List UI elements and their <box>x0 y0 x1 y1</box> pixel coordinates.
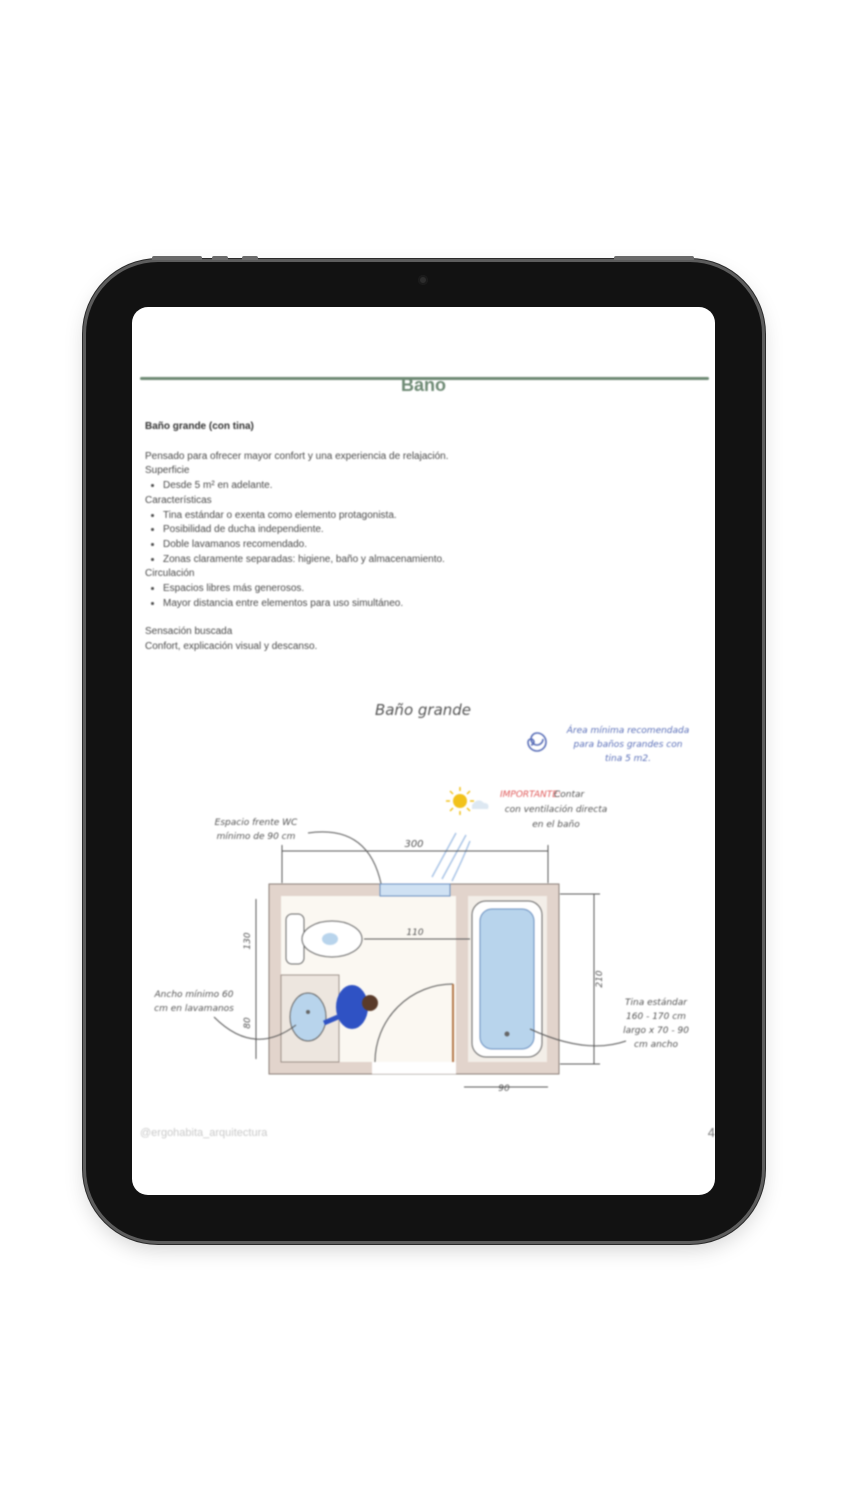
volume-button <box>152 256 202 260</box>
section-label: Circulación <box>145 568 195 580</box>
power-button <box>614 256 694 260</box>
door-swing <box>374 983 454 1063</box>
ventilation-icon <box>431 832 471 882</box>
swirl-icon <box>527 732 547 752</box>
wc-note-line: Espacio frente WC <box>215 818 298 828</box>
important-note-line: con ventilación directa <box>505 804 608 815</box>
title-rule <box>140 377 709 380</box>
tub-note-line: Tina estándar <box>625 998 688 1008</box>
list-item: Doble lavamanos recomendado. <box>163 538 705 553</box>
document-page: Baño Baño grande (con tina) Pensado para… <box>132 307 715 1195</box>
bullet-list: Espacios libres más generosos. Mayor dis… <box>145 582 705 611</box>
sink-note-line: Ancho mínimo 60 <box>154 990 234 1000</box>
list-item: Mayor distancia entre elementos para uso… <box>163 597 705 612</box>
diagram-title: Baño grande <box>375 701 471 719</box>
intro-paragraph: Pensado para ofrecer mayor confort y una… <box>145 450 449 462</box>
dimension-label: 110 <box>406 928 423 938</box>
dimension-label: 300 <box>404 839 423 850</box>
area-note-line: tina 5 m2. <box>605 754 651 764</box>
side-button <box>212 256 228 260</box>
side-button <box>242 256 258 260</box>
sensation-text: Confort, explicación visual y descanso. <box>145 641 318 653</box>
tablet-screen[interactable]: Baño Baño grande (con tina) Pensado para… <box>132 307 715 1195</box>
footer-handle: @ergohabita_arquitectura <box>140 1127 268 1139</box>
list-item: Posibilidad de ducha independiente. <box>163 523 705 538</box>
person-icon <box>323 985 378 1029</box>
tub-note-arrow <box>529 1028 627 1047</box>
section-label: Características <box>145 494 212 506</box>
dimension-label: 90 <box>498 1084 510 1094</box>
tub-note-line: largo x 70 - 90 <box>623 1026 689 1036</box>
list-item: Tina estándar o exenta como elemento pro… <box>163 509 705 524</box>
window <box>379 883 451 897</box>
tablet-device: Baño Baño grande (con tina) Pensado para… <box>86 256 762 1241</box>
bathtub-icon <box>471 900 543 1058</box>
tub-note-line: 160 - 170 cm <box>626 1012 686 1022</box>
wc-note-line: mínimo de 90 cm <box>217 832 296 842</box>
sun-icon <box>446 787 489 815</box>
sink-note-line: cm en lavamanos <box>154 1004 234 1014</box>
bathroom-floor-plan: Baño grande Área mínima recomendada para… <box>154 701 690 1094</box>
bullet-list: Desde 5 m² en adelante. <box>145 479 705 494</box>
important-note-line: Contar <box>554 790 586 800</box>
dimension-label: 130 <box>243 932 253 949</box>
bullet-list: Tina estándar o exenta como elemento pro… <box>145 509 705 568</box>
sink-icon <box>289 992 327 1042</box>
sensation-label: Sensación buscada <box>145 626 233 638</box>
sink-note-arrow <box>213 1016 297 1040</box>
toilet-icon <box>285 913 363 965</box>
dimension-label: 210 <box>595 970 605 987</box>
section-heading: Baño grande (con tina) <box>145 421 254 432</box>
area-note-line: para baños grandes con <box>573 740 683 750</box>
tub-note-line: cm ancho <box>634 1040 678 1050</box>
dimension-label: 80 <box>243 1017 253 1029</box>
page-title: Baño <box>401 375 446 395</box>
section-label: Superficie <box>145 465 190 477</box>
body-text: Baño grande (con tina) Pensado para ofre… <box>145 420 705 655</box>
list-item: Espacios libres más generosos. <box>163 582 705 597</box>
list-item: Desde 5 m² en adelante. <box>163 479 705 494</box>
area-note-line: Área mínima recomendada <box>566 724 690 736</box>
front-camera-icon <box>418 275 428 285</box>
page-number: 4 <box>707 1125 715 1140</box>
important-label: IMPORTANTE: <box>500 790 561 800</box>
important-note-line: en el baño <box>532 820 580 830</box>
list-item: Zonas claramente separadas: higiene, bañ… <box>163 553 705 568</box>
